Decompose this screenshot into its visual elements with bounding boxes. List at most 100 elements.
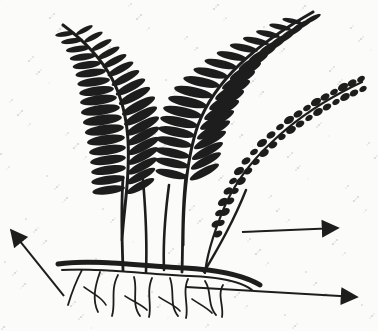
paper-speckle: [35, 229, 37, 231]
paper-speckle: [304, 5, 307, 7]
paper-speckle: [16, 270, 17, 271]
paper-speckle: [189, 209, 191, 211]
paper-speckle: [236, 294, 238, 295]
pointer-rhizome: [186, 287, 357, 297]
paper-speckle: [358, 40, 360, 42]
paper-speckle: [186, 36, 188, 38]
paper-speckle: [53, 13, 55, 15]
paper-speckle: [361, 304, 363, 306]
paper-speckle: [11, 99, 13, 101]
paper-speckle: [288, 219, 290, 221]
paper-speckle: [159, 304, 161, 305]
paper-speckle: [85, 156, 87, 158]
paper-speckle: [231, 123, 233, 125]
paper-speckle: [313, 284, 315, 285]
paper-speckle: [352, 25, 353, 26]
paper-speckle: [347, 185, 349, 187]
leaflet: [256, 29, 281, 40]
paper-speckle: [8, 166, 10, 168]
paper-speckle: [260, 93, 262, 95]
paper-speckle: [291, 152, 293, 154]
paper-speckle: [287, 156, 289, 158]
paper-speckle: [114, 217, 115, 218]
paper-speckle: [321, 298, 322, 299]
paper-speckle: [333, 66, 335, 68]
paper-speckle: [21, 110, 23, 112]
paper-speckle: [300, 10, 301, 11]
paper-speckle: [316, 126, 318, 128]
paper-speckle: [199, 220, 202, 222]
paper-speckle: [12, 274, 14, 275]
paper-speckle: [197, 222, 199, 224]
paper-speckle: [148, 27, 150, 29]
paper-speckle: [315, 282, 317, 284]
paper-speckle: [168, 252, 170, 254]
paper-speckle: [54, 188, 56, 189]
paper-speckle: [239, 136, 241, 138]
paper-speckle: [66, 197, 69, 199]
paper-speckle: [365, 209, 367, 211]
paper-speckle: [110, 221, 112, 222]
paper-speckle: [82, 314, 84, 315]
paper-speckle: [32, 56, 34, 58]
paper-speckle: [276, 210, 279, 212]
paper-speckle: [249, 238, 251, 240]
paper-speckle: [107, 48, 108, 49]
paper-speckle: [233, 121, 234, 122]
paper-speckle: [241, 134, 244, 136]
paper-speckle: [72, 303, 73, 304]
paper-speckle: [3, 326, 6, 328]
paper-speckle: [368, 142, 370, 144]
paper-speckle: [238, 292, 240, 294]
paper-speckle: [294, 325, 296, 327]
paper-speckle: [223, 20, 224, 21]
paper-speckle: [109, 46, 111, 48]
paper-speckle: [64, 199, 66, 201]
paper-speckle: [213, 8, 216, 10]
paper-speckle: [38, 71, 41, 73]
paper-speckle: [207, 324, 209, 326]
rhizome: [58, 262, 260, 290]
paper-speckle: [157, 306, 160, 308]
paper-speckle: [67, 132, 69, 134]
paper-speckle: [130, 3, 132, 5]
paper-speckle: [167, 318, 168, 319]
paper-speckle: [112, 219, 114, 221]
paper-speckle: [75, 145, 77, 146]
paper-speckle: [363, 212, 364, 213]
paper-speckle: [173, 92, 175, 93]
paper-speckle: [217, 4, 219, 6]
paper-speckle: [170, 250, 171, 251]
paper-speckle: [244, 308, 245, 309]
paper-speckle: [27, 126, 28, 127]
paper-speckle: [283, 48, 286, 50]
paper-speckle: [132, 242, 133, 243]
paper-speckle: [102, 208, 104, 210]
paper-speckle: [74, 301, 76, 303]
paper-speckle: [342, 255, 343, 256]
paper-speckle: [339, 81, 342, 83]
paper-speckle: [205, 326, 206, 327]
paper-speckle: [209, 232, 210, 233]
paper-speckle: [302, 7, 304, 9]
paper-speckle: [70, 305, 72, 307]
paper-speckle: [353, 200, 356, 202]
leaflet: [91, 173, 126, 186]
paper-speckle: [41, 245, 42, 246]
paper-speckle: [370, 50, 371, 51]
paper-speckle: [103, 271, 105, 272]
paper-speckle: [9, 101, 10, 102]
paper-speckle: [40, 69, 42, 70]
paper-speckle: [299, 165, 301, 166]
paper-speckle: [140, 14, 142, 16]
paper-speckle: [0, 153, 2, 155]
paper-speckle: [252, 80, 254, 82]
paper-speckle: [366, 144, 367, 145]
paper-speckle: [101, 273, 104, 275]
paper-speckle: [146, 30, 147, 31]
paper-speckle: [138, 16, 140, 17]
paper-speckle: [30, 58, 31, 59]
paper-speckle: [194, 49, 196, 50]
